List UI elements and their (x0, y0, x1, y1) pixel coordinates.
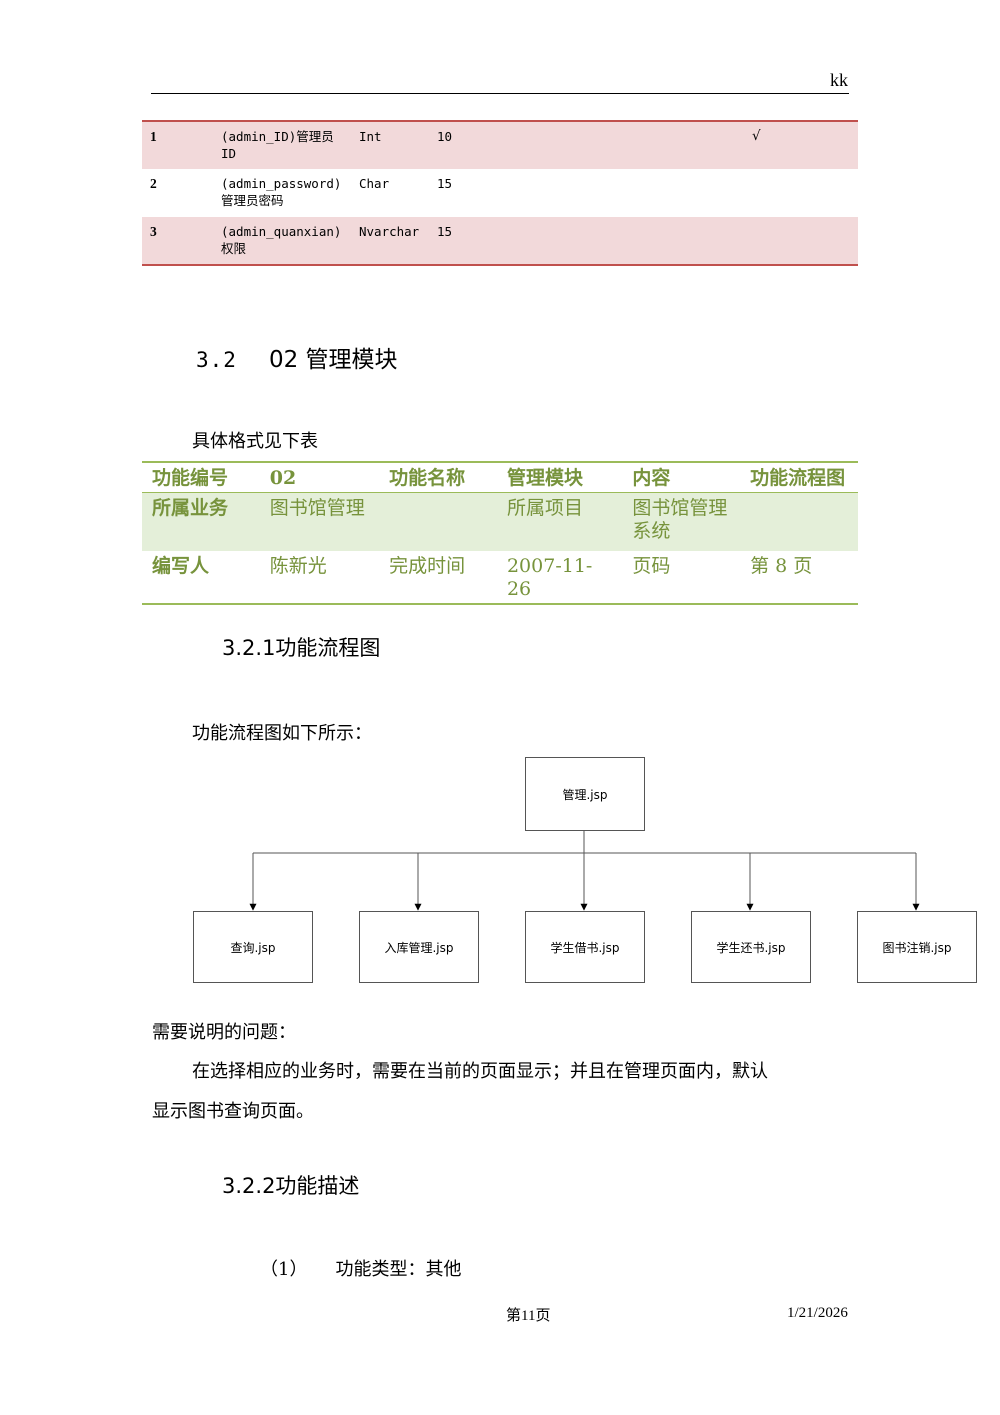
field-name-line: (admin_quanxian) (221, 224, 342, 239)
list-item: （1） 功能类型：其他 (260, 1255, 461, 1281)
row-number: 2 (150, 176, 157, 191)
issues-text: 显示图书查询页面。 (152, 1101, 314, 1122)
table-cell: 2007-11-26 (506, 554, 593, 600)
child-node: 入库管理.jsp (359, 911, 479, 983)
list-marker: （1） (260, 1259, 308, 1280)
table-cell: 完成时间 (389, 554, 466, 577)
field-name-line: ID (221, 146, 237, 161)
field-name-line: 管理员密码 (221, 193, 284, 208)
intro-text: 具体格式见下表 (192, 431, 318, 452)
table-row: 2 (admin_password) 管理员密码 Char 15 (142, 169, 858, 217)
field-name-line: (admin_ID)管理员 (221, 129, 334, 144)
field-length: 15 (429, 217, 490, 265)
table-cell: 所属业务 (142, 492, 260, 551)
child-node: 图书注销.jsp (857, 911, 977, 983)
field-type: Char (359, 176, 390, 191)
info-table: 功能编号 02 功能名称 管理模块 内容 功能流程图 所属业务 图书馆管理 所属… (142, 461, 858, 605)
child-node: 学生借书.jsp (525, 911, 645, 983)
row-number: 3 (142, 217, 213, 265)
footer-date: 1/21/2026 (787, 1305, 848, 1321)
table-cell: 编写人 (152, 554, 210, 577)
table-cell (379, 492, 497, 551)
field-name-line: (admin_password) (221, 176, 342, 191)
field-type: Int (351, 121, 429, 169)
table-cell: 内容 (622, 462, 741, 493)
table-row: 3 (admin_quanxian) 权限 Nvarchar 15 (142, 217, 858, 265)
table-cell: 02 (259, 462, 380, 493)
table-cell: 管理模块 (496, 462, 623, 493)
child-node: 查询.jsp (193, 911, 313, 983)
field-name: (admin_password) 管理员密码 (213, 169, 351, 217)
header-text: kk (830, 70, 848, 90)
table-cell: 图书馆管理 (259, 492, 380, 551)
primary-key-mark (744, 217, 858, 265)
table-row: 编写人 陈新光 完成时间 2007-11-26 页码 第 8 页 (142, 551, 858, 604)
table-cell: 所属项目 (496, 492, 623, 551)
row-number: 1 (142, 121, 213, 169)
header-rule (151, 93, 849, 94)
issues-text: 在选择相应的业务时，需要在当前的页面显示；并且在管理页面内，默认 (192, 1061, 768, 1082)
root-node: 管理.jsp (525, 757, 645, 831)
table-row: 所属业务 图书馆管理 所属项目 图书馆管理系统 (142, 492, 858, 551)
table-cell: 第 8 页 (750, 554, 813, 577)
field-type: Nvarchar (351, 217, 429, 265)
field-name: (admin_ID)管理员 ID (213, 121, 351, 169)
primary-key-mark: √ (744, 121, 858, 169)
child-node: 学生还书.jsp (691, 911, 811, 983)
table-cell (740, 492, 858, 551)
table-cell: 功能名称 (379, 462, 497, 493)
section-number: 3.2 (196, 348, 237, 372)
field-length: 15 (437, 176, 453, 191)
table-cell: 功能编号 (142, 462, 260, 493)
list-text: 功能类型：其他 (335, 1259, 462, 1280)
table-cell: 图书馆管理系统 (622, 492, 741, 551)
table-cell: 功能流程图 (740, 462, 858, 493)
table-row: 1 (admin_ID)管理员 ID Int 10 √ (142, 121, 858, 169)
issues-title: 需要说明的问题： (152, 1022, 296, 1043)
empty-cell (490, 217, 744, 265)
subsection-heading: 3.2.2功能描述 (222, 1174, 360, 1198)
table-row: 功能编号 02 功能名称 管理模块 内容 功能流程图 (142, 462, 858, 493)
field-name: (admin_quanxian) 权限 (213, 217, 351, 265)
field-length: 10 (429, 121, 490, 169)
section-title: 02 管理模块 (268, 347, 398, 373)
flow-intro-text: 功能流程图如下所示： (192, 723, 372, 744)
table-cell: 陈新光 (269, 554, 327, 577)
page-number: 第11页 (506, 1308, 551, 1324)
subsection-heading: 3.2.1功能流程图 (222, 636, 381, 660)
field-name-line: 权限 (221, 241, 247, 256)
table-cell: 页码 (632, 554, 671, 577)
field-table: 1 (admin_ID)管理员 ID Int 10 √ 2 (admin_pass… (142, 120, 858, 266)
empty-cell (490, 121, 744, 169)
section-heading: 3.2 02 管理模块 (196, 340, 398, 374)
